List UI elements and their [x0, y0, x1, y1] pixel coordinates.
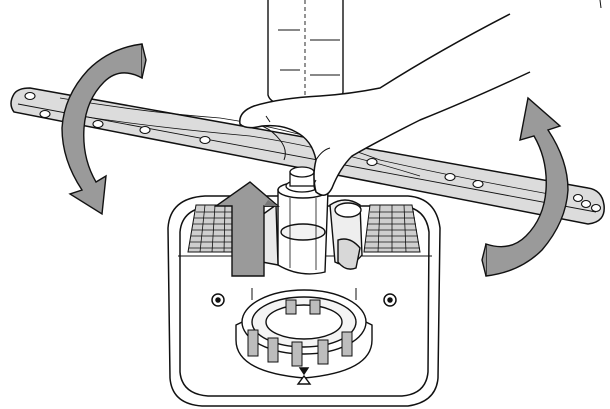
- lift-arrow: [213, 181, 280, 277]
- rotation-arrow-left: [61, 43, 147, 216]
- nozzle: [199, 135, 211, 145]
- nozzle: [590, 203, 602, 213]
- nozzle: [39, 109, 51, 119]
- nozzle: [366, 157, 378, 167]
- hand: [239, 13, 531, 196]
- rotation-arrow-right: [481, 96, 569, 277]
- cylindrical-filter: [235, 288, 373, 385]
- nozzle: [444, 172, 456, 182]
- nozzle: [572, 193, 584, 203]
- nozzle: [92, 119, 104, 129]
- filter-lock-indicator: [296, 374, 312, 385]
- spray-arm-hub: [261, 181, 363, 275]
- sump-inner-edge: [179, 205, 430, 397]
- nozzle: [472, 179, 484, 189]
- nozzle: [580, 199, 592, 209]
- nozzle: [139, 125, 151, 135]
- spray-arm-coupling: [285, 166, 319, 193]
- nozzle: [24, 91, 36, 101]
